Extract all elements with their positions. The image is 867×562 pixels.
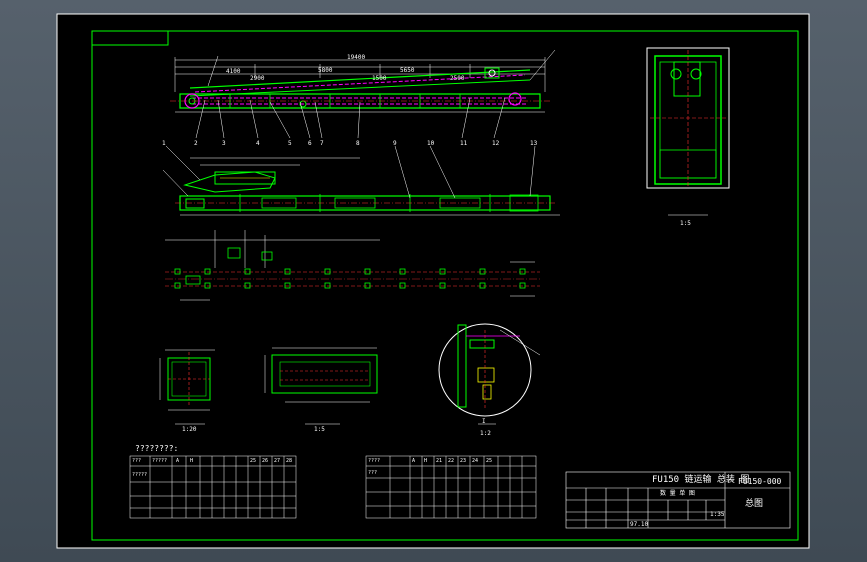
table-right (365, 455, 537, 519)
title-caption: 数 量 单 图 (660, 490, 695, 497)
section-a (159, 349, 215, 425)
table-left-h1: ????? (152, 458, 168, 464)
main-conveyor-view (170, 49, 556, 139)
table-right-h8: 25 (486, 458, 493, 464)
dim-overall-length: 19400 (347, 54, 366, 61)
table-right-h7: 24 (472, 458, 479, 464)
dim-seg-d: 2900 (250, 75, 265, 82)
table-left-h6: 27 (274, 458, 281, 464)
dim-seg-b: 5800 (318, 67, 333, 74)
sub-title: 总图 (745, 499, 764, 509)
title-block (565, 471, 791, 529)
table-left-h4: 25 (250, 458, 257, 464)
drawing-number: FU150-000 (738, 477, 782, 486)
table-right-r0: ??? (368, 470, 378, 476)
table-left (129, 455, 297, 519)
part-number-5: 5 (288, 140, 292, 147)
part-number-9: 9 (393, 140, 397, 147)
table-right-h5: 22 (448, 458, 455, 464)
part-number-13: 13 (530, 140, 538, 147)
table-left-h3: H (190, 458, 194, 464)
table-right-h6: 23 (460, 458, 467, 464)
table-right-h2: A (412, 458, 416, 464)
drawing-sheet (56, 13, 810, 549)
table-right-h4: 21 (436, 458, 443, 464)
date-value: 97.10 (630, 521, 649, 528)
part-number-11: 11 (460, 140, 468, 147)
detail-scale: 1:2 (480, 430, 491, 437)
part-number-10: 10 (427, 140, 435, 147)
dim-seg-c: 5650 (400, 67, 415, 74)
part-number-6: 6 (308, 140, 312, 147)
section-b (264, 347, 378, 425)
corner-box (91, 30, 169, 46)
table-left-h0: ??? (132, 458, 142, 464)
part-number-7: 7 (320, 140, 324, 147)
dim-seg-a: 4100 (226, 68, 241, 75)
section-b-scale: 1:5 (314, 426, 325, 433)
table-heading: ????????: (135, 444, 179, 453)
part-number-4: 4 (256, 140, 260, 147)
part-number-8: 8 (356, 140, 360, 147)
dim-seg-f: 1500 (372, 75, 387, 82)
scale-value: 1:35 (710, 511, 725, 518)
plan-view (165, 230, 540, 301)
table-left-h7: 28 (286, 458, 293, 464)
part-number-12: 12 (492, 140, 500, 147)
dim-seg-e: 2500 (450, 75, 465, 82)
part-number-3: 3 (222, 140, 226, 147)
table-left-r0: ????? (132, 472, 148, 478)
table-right-h0: ???? (368, 458, 381, 464)
table-left-h5: 26 (262, 458, 269, 464)
inner-border (91, 30, 799, 541)
section-a-scale: 1:20 (182, 426, 197, 433)
side-view-scale: 1:5 (680, 220, 691, 227)
table-left-h2: A (176, 458, 180, 464)
part-number-1: 1 (162, 140, 166, 147)
right-side-view (646, 47, 730, 216)
drawing-title: FU150 链运输 总装 图 (652, 475, 750, 485)
detail-i (438, 323, 541, 425)
second-conveyor-view (162, 145, 560, 216)
detail-label: I (482, 418, 486, 425)
table-right-h3: H (424, 458, 428, 464)
part-number-2: 2 (194, 140, 198, 147)
